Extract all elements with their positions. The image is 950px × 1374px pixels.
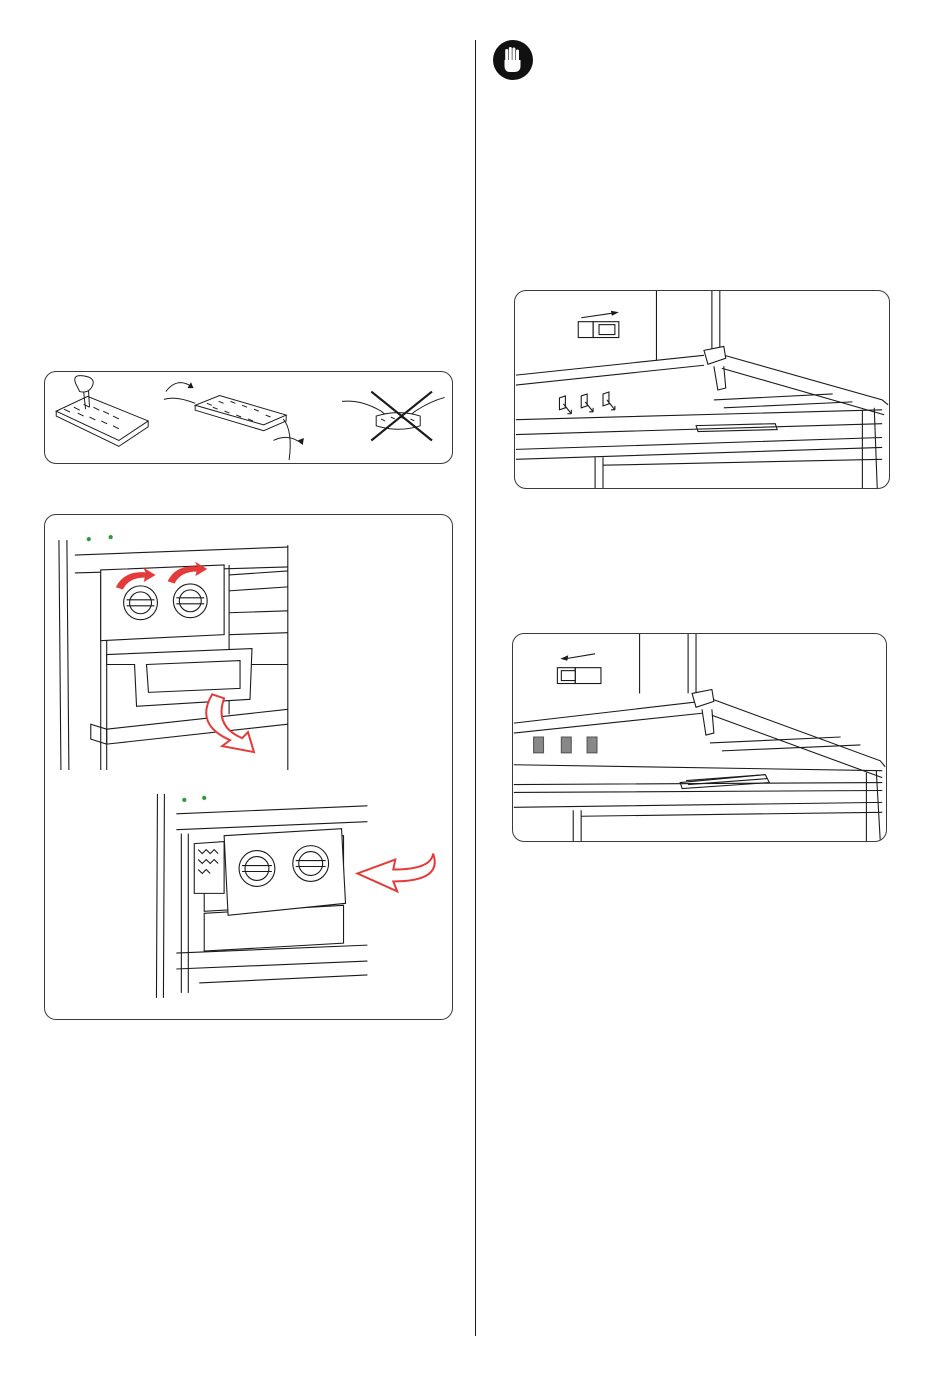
shelf-switch-left-figure (512, 633, 887, 842)
remove-ice-box-step (59, 536, 288, 770)
ice-box-figure (44, 514, 453, 1020)
stop-hand-icon (493, 40, 533, 80)
fill-tray-step (56, 376, 148, 447)
twist-tray-step (164, 383, 304, 460)
arrow-right-icon (611, 311, 619, 316)
column-divider (475, 40, 476, 1336)
red-pull-arrow (206, 694, 254, 752)
shelf-switch-right-figure (514, 290, 890, 489)
ice-tray-figure (44, 371, 453, 464)
do-not-bend-step (342, 392, 445, 441)
shelf-switch-right-illustration (515, 291, 889, 488)
insert-ice-box-step (156, 794, 367, 998)
ice-box-illustration (45, 515, 452, 1019)
shelf-switch-left-illustration (513, 634, 886, 841)
ice-tray-illustration (45, 372, 452, 463)
red-insert-arrow (357, 854, 434, 892)
arrow-left-icon (560, 655, 568, 660)
